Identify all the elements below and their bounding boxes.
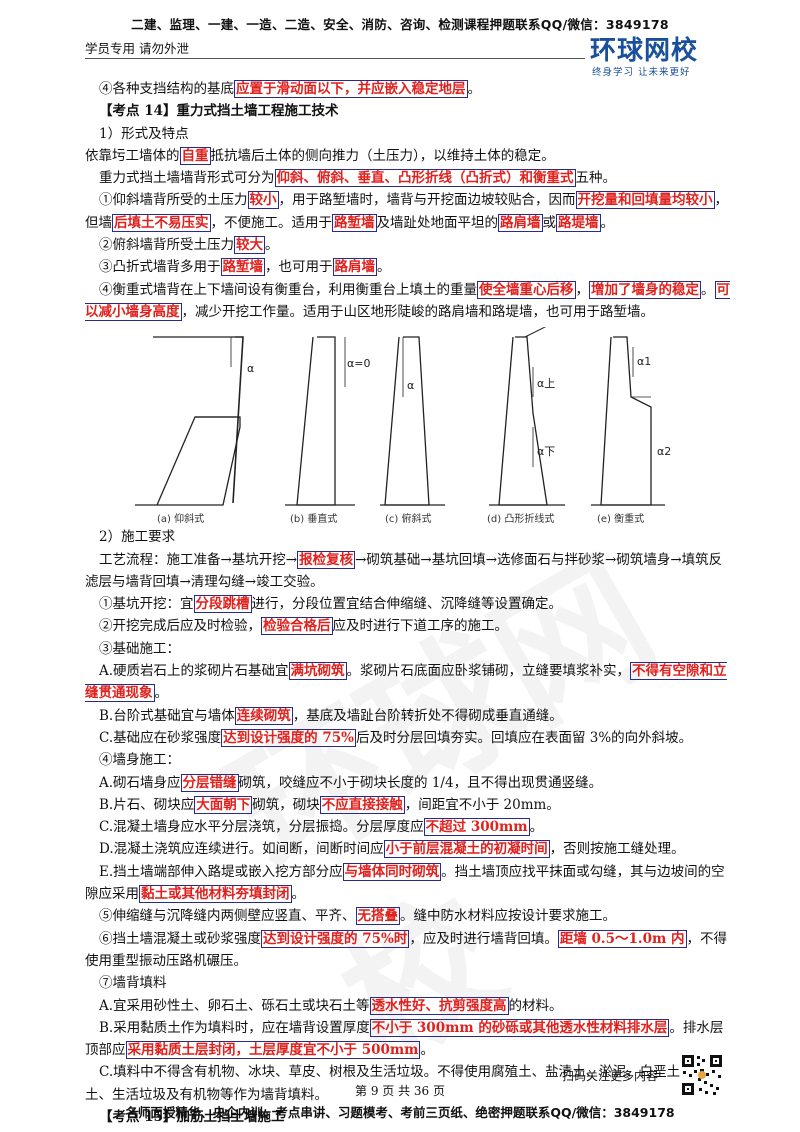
paragraph: C.混凝土墙身应水平分层浇筑，分层振捣。分层厚度应不超过 300mm。 <box>99 818 544 837</box>
paragraph: B.台阶式基础宜与墙体连续砌筑，基底及墙趾台阶转折处不得砌成垂直通缝。 <box>99 706 563 725</box>
paragraph: B.片石、砌块应大面朝下砌筑，砌块不应直接接触，间距宜不小于 20mm。 <box>99 795 560 814</box>
paragraph: ①仰斜墙背所受的土压力较小，用于路堑墙时，墙背与开挖面边坡较贴合，因而开挖量和回… <box>85 191 728 232</box>
paragraph: ⑦墙背填料 <box>99 975 167 992</box>
section-title-14: 【考点 14】重力式挡土墙工程施工技术 <box>99 103 339 120</box>
label-alpha-zero: α=0 <box>347 357 370 370</box>
wall-types-diagram: α α=0 α α上 α下 α1 α2 <box>135 327 671 506</box>
paragraph: B.采用黏质土作为填料时，应在墙背设置厚度不小于 300mm 的砂砾或其他透水性… <box>85 1018 724 1060</box>
caption-b: (b) 垂直式 <box>290 514 338 526</box>
page-number: 第 9 页 共 36 页 <box>355 1084 445 1098</box>
label-alpha: α <box>407 379 414 392</box>
qr-code-icon[interactable] <box>680 1053 724 1097</box>
section-title-15: 【考点 15】加筋土挡土墙施工 <box>99 1108 285 1125</box>
paragraph: ④衡重式墙背在上下墙间设有衡重台，利用衡重台上填土的重量使全墙重心后移，增加了墙… <box>85 280 730 321</box>
paragraph: ②开挖完成后应及时检验，检验合格后应及时进行下道工序的施工。 <box>99 617 508 636</box>
paragraph: 依靠圬工墙体的自重抵抗墙后土体的侧向推力（土压力），以维持土体的稳定。 <box>85 146 555 165</box>
caption-a: (a) 仰斜式 <box>157 514 205 526</box>
wall-types-figure: α α=0 α α上 α下 α1 α2 (a) 仰斜式 (b) 垂直式 (c) … <box>85 327 735 525</box>
paragraph: ⑤伸缩缝与沉降缝内两侧壁应竖直、平齐、无搭叠。缝中防水材料应按设计要求施工。 <box>99 907 616 926</box>
footer-contact-line: 名师面授精华、央企内训、考点串讲、习题模考、考前三页纸、绝密押题联系QQ/微信：… <box>125 1105 675 1120</box>
header-divider <box>85 58 585 59</box>
qr-caption: 扫码关注更多内容 <box>562 1069 659 1083</box>
header-contact-line: 二建、监理、一建、一造、二造、安全、消防、咨询、检测课程押题联系QQ/微信：38… <box>131 17 669 32</box>
paragraph: D.混凝土浇筑应连续进行。如间断，间断时间应小于前层混凝土的初凝时间，否则按施工… <box>99 840 685 859</box>
paragraph: 工艺流程：施工准备→基坑开挖→报检复核→砌筑基础→基坑回填→选修面石与拌砂浆→砌… <box>85 550 723 590</box>
paragraph: ③凸折式墙背多用于路堑墙，也可用于路肩墙。 <box>99 258 391 277</box>
label-alpha-top: α上 <box>537 377 555 390</box>
subsection-title: 2）施工要求 <box>99 529 176 546</box>
caption-c: (c) 俯斜式 <box>385 514 432 526</box>
logo-text: 环球网校 <box>590 36 699 66</box>
paragraph: ①基坑开挖：宜分段跳槽进行，分段位置宜结合伸缩缝、沉降缝等设置确定。 <box>99 595 562 614</box>
label-alpha-2: α2 <box>657 445 671 458</box>
paragraph: ③基础施工： <box>99 640 180 657</box>
paragraph: A.宜采用砂性土、卵石土、砾石土或块石土等透水性好、抗剪强度高的材料。 <box>99 996 563 1015</box>
subsection-title: 1）形式及特点 <box>99 125 189 142</box>
paragraph: A.砌石墙身应分层错缝砌筑，咬缝应不小于砌块长度的 1/4，且不得出现贯通竖缝。 <box>99 773 603 792</box>
paragraph: C.填料中不得含有机物、冰块、草皮、树根及生活垃圾。不得使用腐殖土、盐渍土、淤泥… <box>85 1064 721 1103</box>
paragraph: ⑥挡土墙混凝土或砂浆强度达到设计强度的 75%时，应及时进行墙背回填。距墙 0.… <box>85 929 727 969</box>
document-body: ④各种支挡结构的基底应置于滑动面以下，并应嵌入稳定地层。 【考点 14】重力式挡… <box>85 78 735 1128</box>
paragraph: ④墙身施工： <box>99 752 180 769</box>
logo-slogan: 终身学习 让未来更好 <box>592 67 691 78</box>
paragraph: ④各种支挡结构的基底应置于滑动面以下，并应嵌入稳定地层。 <box>99 80 481 98</box>
paragraph: C.基础应在砂浆强度达到设计强度的 75%后及时分层回填夯实。回填应在表面留 3… <box>99 728 693 747</box>
label-alpha-1: α1 <box>637 355 651 368</box>
paragraph: ②俯斜墙背所受土压力较大。 <box>99 236 279 255</box>
caption-e: (e) 衡重式 <box>597 514 645 526</box>
label-alpha-bottom: α下 <box>537 445 555 458</box>
paragraph: E.挡土墙端部伸入路堤或嵌入挖方部分应与墙体同时砌筑。挡土墙顶应找平抹面或勾缝，… <box>85 862 725 904</box>
brand-logo: 环球网校 终身学习 让未来更好 <box>590 30 740 80</box>
label-alpha: α <box>247 362 254 375</box>
caption-d: (d) 凸形折线式 <box>487 514 555 526</box>
header-left-note: 学员专用 请勿外泄 <box>85 41 189 56</box>
paragraph: 重力式挡土墙墙背形式可分为仰斜、俯斜、垂直、凸形折线（凸折式）和衡重式五种。 <box>99 169 616 188</box>
paragraph: A.硬质岩石上的浆砌片石基础宜满坑砌筑。浆砌片石底面应卧浆铺砌，立缝要填浆补实，… <box>85 662 727 703</box>
